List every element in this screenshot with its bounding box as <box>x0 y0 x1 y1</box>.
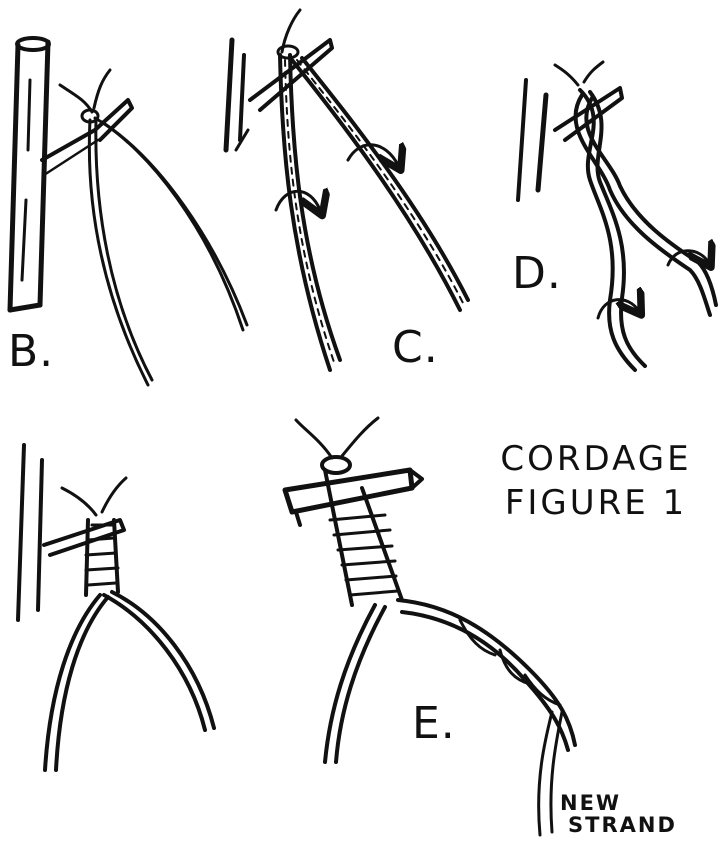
stick-b <box>10 38 132 310</box>
figure-title-line1: CORDAGE <box>496 442 696 476</box>
figure-title: CORDAGE FIGURE 1 <box>496 442 696 520</box>
new-strand-annotation-line2: STRAND <box>568 814 677 836</box>
new-strand-annotation-line1: NEW <box>560 792 677 814</box>
panel-e-simple-illustration <box>18 445 214 770</box>
panel-label-c: C. <box>392 326 439 370</box>
fibre-strands-c <box>278 10 468 370</box>
panel-d-illustration <box>518 62 716 370</box>
panel-label-d: D. <box>512 252 562 296</box>
twisted-cord-d <box>555 62 716 370</box>
panel-label-b: B. <box>8 330 54 374</box>
panel-c-illustration <box>226 10 468 370</box>
new-strand-annotation: NEW STRAND <box>560 792 677 836</box>
new-strand-line <box>539 712 562 835</box>
wrapped-cord-e-simple <box>45 478 214 770</box>
figure-title-line2: FIGURE 1 <box>496 486 696 520</box>
fibre-strands-b <box>60 70 247 385</box>
stick-e-simple <box>18 445 124 620</box>
panel-label-e: E. <box>412 702 456 746</box>
